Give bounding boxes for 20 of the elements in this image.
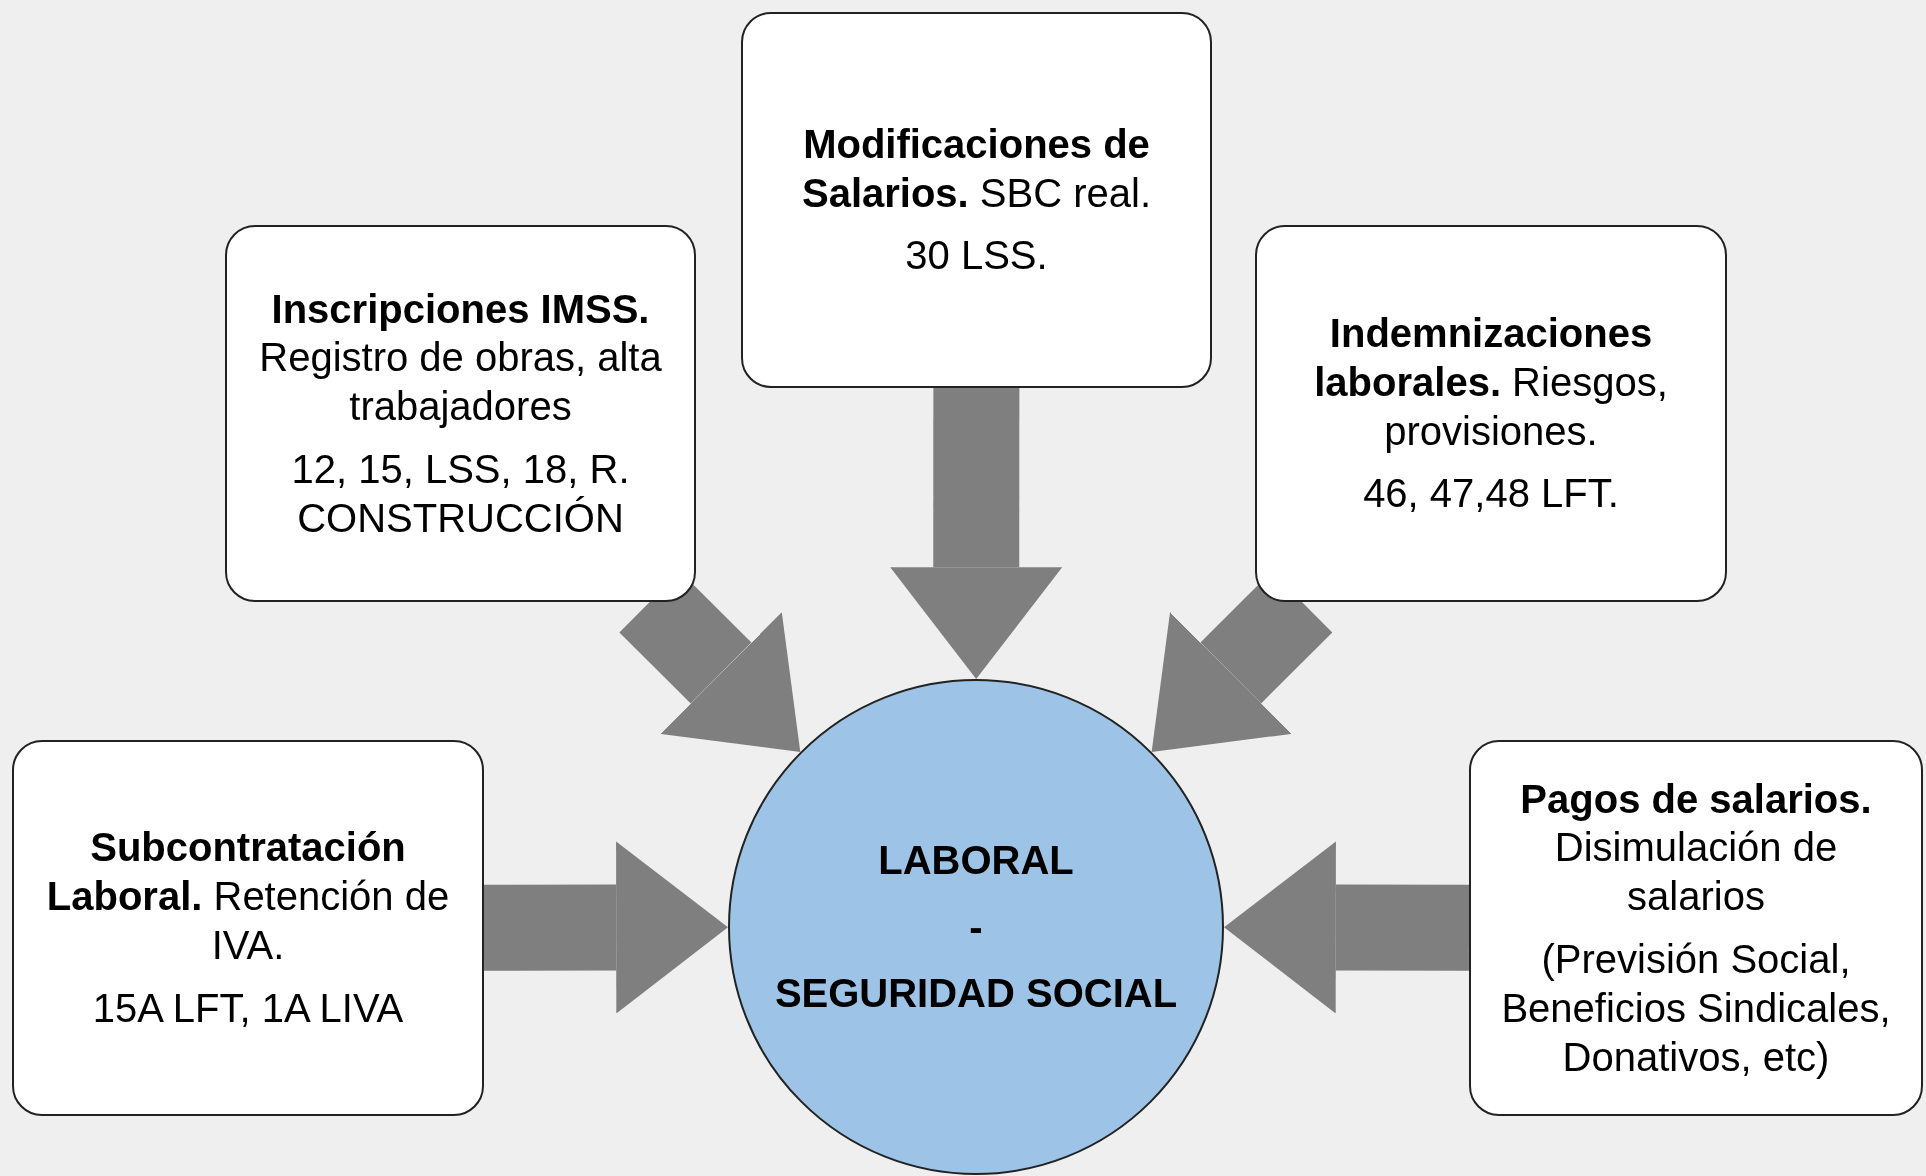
info-box [741,12,1212,388]
info-box [1469,740,1923,1116]
info-box [12,740,484,1116]
box-text: (Previsión Social, Beneficios Sindicales, Donativos, etc) [1500,936,1892,1081]
box-text: Pagos de salarios. Disimulación de salarios [1519,775,1873,921]
block-arrow [483,841,728,1014]
box-text: LABORAL [878,836,1074,884]
box-text: Subcontratación Laboral. Retención de IVA. [45,824,451,969]
block-arrow [890,388,1063,679]
info-box [225,225,696,602]
box-text: SEGURIDAD SOCIAL [774,970,1178,1018]
box-text: 46, 47,48 LFT. [1363,470,1619,518]
box-text: Indemnizaciones laborales. Riesgos, provisiones. [1313,309,1669,455]
box-text: Inscripciones IMSS. Registro de obras, alta trabajadores [258,285,663,431]
box-text: - [969,903,983,951]
box-text: 12, 15, LSS, 18, R. CONSTRUCCIÓN [290,445,631,542]
box-text: Modificaciones de Salarios. SBC real. [800,120,1153,217]
info-box [1255,225,1727,602]
box-text: 15A LFT, 1A LIVA [92,984,404,1032]
box-text: 30 LSS. [905,232,1048,280]
